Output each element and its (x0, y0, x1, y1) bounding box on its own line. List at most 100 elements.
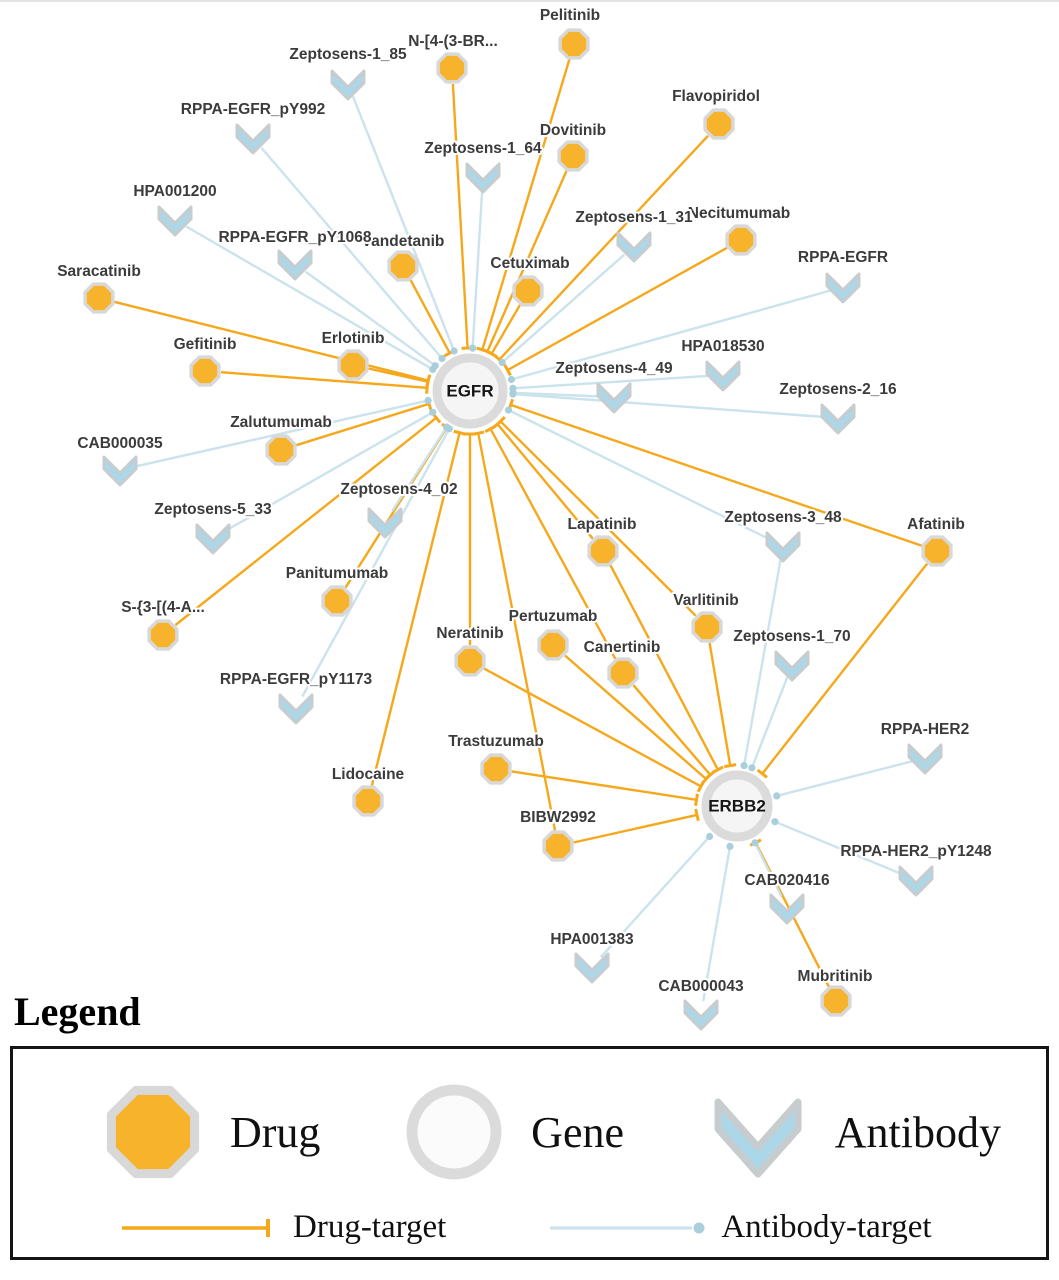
node-label-zeptosens-4-02: Zeptosens-4_02 (340, 481, 457, 498)
legend-item-antibody: Antibody (703, 1077, 1001, 1187)
drug-node-necitumumab[interactable] (725, 224, 757, 256)
gene-label-egfr: EGFR (446, 381, 493, 400)
antibody-node-zeptosens-1-31[interactable] (616, 231, 652, 263)
drug-target-edge-pertuzumab-erbb2 (564, 654, 712, 785)
antibody-node-zeptosens-5-33[interactable] (195, 523, 231, 555)
drug-target-edge-dovitinib-egfr (481, 170, 568, 356)
legend-antibody-target-label: Antibody-target (721, 1209, 932, 1245)
drug-target-edge-cetuximab-egfr (485, 304, 522, 359)
legend-drug-target-label: Drug-target (293, 1209, 447, 1245)
drug-target-edge-neratinib-erbb2 (483, 667, 706, 793)
node-label-gefitinib: Gefitinib (174, 336, 237, 353)
gene-node-egfr[interactable] (432, 353, 508, 429)
drug-target-edge-afatinib-egfr (507, 398, 923, 547)
node-layer (83, 28, 953, 1031)
drug-node-varlitinib[interactable] (691, 611, 723, 643)
network-graph-canvas[interactable]: PelitinibN-[4-(3-BR...FlavopiridolDoviti… (0, 0, 1059, 1045)
antibody-target-edge-zeptosens-3-48-egfr (504, 406, 772, 542)
gene-circle-icon (406, 1084, 502, 1180)
drug-node-dovitinib[interactable] (557, 140, 589, 172)
drug-node-s-3-4-a[interactable] (147, 619, 179, 651)
drug-node-panitumumab[interactable] (321, 585, 353, 617)
antibody-node-rppa-egfr-py1173[interactable] (278, 693, 314, 725)
antibody-node-zeptosens-2-16[interactable] (820, 403, 856, 435)
drug-target-edge-vandetanib-egfr (409, 279, 456, 358)
drug-node-pertuzumab[interactable] (537, 629, 569, 661)
antibody-target-edge-zeptosens-5-33-egfr (223, 408, 437, 533)
drug-node-neratinib[interactable] (454, 645, 486, 677)
antibody-node-rppa-egfr[interactable] (825, 272, 861, 304)
drug-node-erlotinib[interactable] (337, 349, 369, 381)
drug-node-saracatinib[interactable] (83, 282, 115, 314)
drug-target-edge-n-4-3-br-egfr (451, 83, 474, 350)
legend-title: Legend (14, 989, 141, 1034)
antibody-node-rppa-her2[interactable] (907, 743, 943, 775)
antibody-target-edge-zeptosens-2-16-egfr (509, 390, 826, 419)
antibody-chevron-icon (714, 1098, 802, 1178)
drug-target-edge-lapatinib-egfr (491, 419, 594, 540)
drug-target-edge-icon (122, 1218, 270, 1237)
antibody-node-hpa001200[interactable] (157, 205, 193, 237)
node-label-bibw2992: BIBW2992 (520, 809, 596, 826)
antibody-target-edge-hpa001200-egfr (185, 225, 437, 373)
legend-item-gene: Gene (399, 1077, 624, 1187)
legend-edge-row: Drug-target Antibody-target (118, 1209, 932, 1246)
legend-item-drug-target: Drug-target (118, 1209, 446, 1246)
antibody-node-cab000035[interactable] (102, 455, 138, 487)
drug-node-vandetanib[interactable] (387, 250, 419, 282)
drug-node-n-4-3-br[interactable] (436, 52, 468, 84)
node-label-pertuzumab: Pertuzumab (509, 608, 598, 625)
node-label-rppa-egfr-py1173: RPPA-EGFR_pY1173 (220, 671, 373, 688)
antibody-node-cab020416[interactable] (769, 893, 805, 925)
drug-node-pelitinib[interactable] (558, 28, 590, 60)
node-label-trastuzumab: Trastuzumab (448, 733, 544, 750)
antibody-node-rppa-egfr-py992[interactable] (235, 123, 271, 155)
drug-node-canertinib[interactable] (607, 657, 639, 689)
drug-node-mubritinib[interactable] (820, 985, 852, 1017)
node-label-rppa-her2: RPPA-HER2 (881, 721, 969, 738)
figure-top-rule (0, 0, 1059, 2)
drug-target-edge-lapatinib-erbb2 (609, 564, 724, 774)
drug-node-zalutumumab[interactable] (265, 434, 297, 466)
antibody-node-rppa-egfr-py1068[interactable] (277, 249, 313, 281)
node-label-rppa-her2-py1248: RPPA-HER2_pY1248 (840, 843, 992, 860)
antibody-target-edge-rppa-egfr-py1068-egfr (304, 270, 439, 370)
drug-node-bibw2992[interactable] (542, 830, 574, 862)
drug-target-edge-bibw2992-egfr (472, 430, 557, 831)
drug-node-trastuzumab[interactable] (480, 753, 512, 785)
drug-node-flavopiridol[interactable] (703, 108, 735, 140)
node-label-zeptosens-1-64: Zeptosens-1_64 (424, 140, 542, 157)
antibody-target-edge-rppa-egfr-egfr (507, 289, 831, 384)
antibody-node-zeptosens-1-64[interactable] (465, 162, 501, 194)
node-label-zalutumumab: Zalutumumab (230, 414, 332, 431)
node-label-canertinib: Canertinib (584, 639, 661, 656)
antibody-node-cab000043[interactable] (683, 999, 719, 1031)
legend-item-antibody-target: Antibody-target (546, 1209, 932, 1246)
antibody-node-zeptosens-1-70[interactable] (774, 650, 810, 682)
antibody-target-edge-rppa-egfr-py992-egfr (260, 147, 446, 362)
antibody-target-edge-cab000043-erbb2 (702, 842, 734, 1002)
drug-node-lapatinib[interactable] (587, 535, 619, 567)
antibody-node-zeptosens-1-85[interactable] (330, 69, 366, 101)
legend-node-row: Drug Gene Antibody (98, 1077, 1001, 1187)
node-label-hpa001200: HPA001200 (133, 183, 216, 200)
antibody-node-hpa018530[interactable] (705, 360, 741, 392)
antibody-node-zeptosens-4-49[interactable] (596, 382, 632, 414)
node-label-pelitinib: Pelitinib (540, 7, 600, 24)
gene-node-erbb2[interactable] (701, 770, 773, 842)
antibody-node-zeptosens-4-02[interactable] (367, 507, 403, 539)
drug-node-afatinib[interactable] (921, 535, 953, 567)
drug-node-lidocaine[interactable] (352, 785, 384, 817)
antibody-target-edge-zeptosens-1-31-egfr (498, 253, 626, 367)
antibody-node-rppa-her2-py1248[interactable] (898, 865, 934, 897)
node-label-zeptosens-5-33: Zeptosens-5_33 (154, 501, 272, 518)
label-layer: PelitinibN-[4-(3-BR...FlavopiridolDoviti… (55, 5, 994, 997)
antibody-node-zeptosens-3-48[interactable] (765, 531, 801, 563)
legend-drug-label: Drug (230, 1107, 321, 1157)
antibody-target-edge-zeptosens-4-49-egfr (509, 389, 602, 398)
drug-target-edge-zalutumumab-egfr (295, 397, 433, 447)
drug-node-gefitinib[interactable] (189, 355, 221, 387)
node-label-n-4-3-br: N-[4-(3-BR... (408, 33, 498, 50)
drug-node-cetuximab[interactable] (512, 275, 544, 307)
antibody-node-hpa001383[interactable] (574, 952, 610, 984)
